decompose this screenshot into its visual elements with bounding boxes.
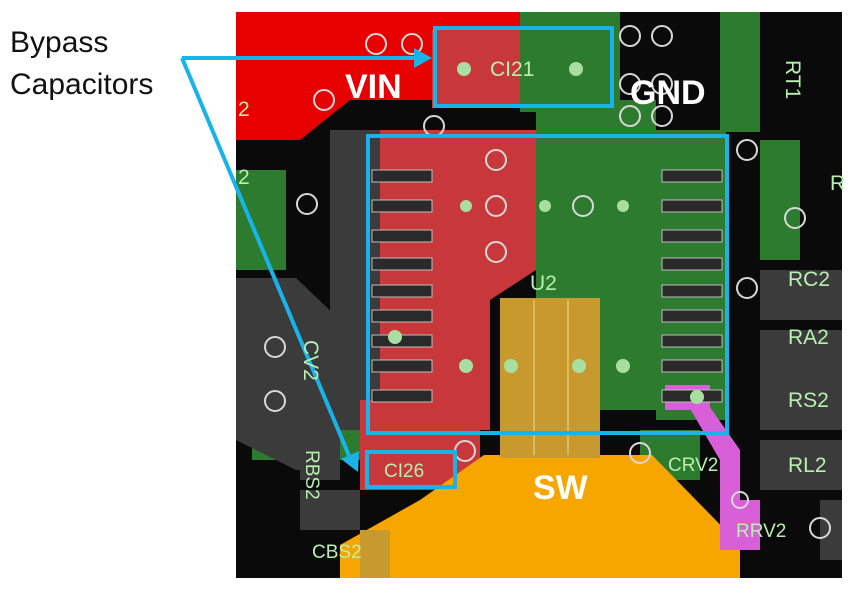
right-partial-label: R xyxy=(830,172,845,195)
vin-label: VIN xyxy=(345,68,402,106)
u2-label: U2 xyxy=(530,272,557,295)
callout-line-1: Bypass xyxy=(10,26,109,59)
callout-line-2: Capacitors xyxy=(10,68,154,101)
arrow-heads xyxy=(341,48,432,472)
cv2-label: CV2 xyxy=(299,340,322,381)
rs2-label: RS2 xyxy=(788,389,829,412)
rt1-label: RT1 xyxy=(781,60,804,99)
rbs2-label: RBS2 xyxy=(301,450,322,500)
u2-highlight-box xyxy=(366,134,729,435)
ic-pads-left xyxy=(371,169,433,403)
vias xyxy=(388,62,704,404)
ci26-highlight-box xyxy=(365,450,457,489)
ra2-label: RA2 xyxy=(788,326,829,349)
ci26-label: CI26 xyxy=(384,461,424,482)
sw-label: SW xyxy=(533,469,589,507)
through-hole-pads xyxy=(264,25,831,539)
sw-copper-pour xyxy=(340,298,740,578)
rrv2-label: RRV2 xyxy=(736,521,786,542)
left-partial-label-2: 2 xyxy=(238,166,250,189)
ic-pads-right xyxy=(661,169,723,403)
cbs2-label: CBS2 xyxy=(312,542,362,563)
ci21-highlight-box xyxy=(433,26,614,108)
gray-copper-fill xyxy=(236,130,842,560)
gnd-label: GND xyxy=(630,74,706,112)
arrow-to-ci26 xyxy=(180,57,352,459)
rl2-label: RL2 xyxy=(788,454,827,477)
left-partial-label: 2 xyxy=(238,98,250,121)
highlight-overlays xyxy=(180,26,729,489)
crv2-label: CRV2 xyxy=(668,455,718,476)
callout-text: Bypass Capacitors xyxy=(10,22,153,106)
ci21-label: CI21 xyxy=(490,58,534,81)
rc2-label: RC2 xyxy=(788,268,830,291)
